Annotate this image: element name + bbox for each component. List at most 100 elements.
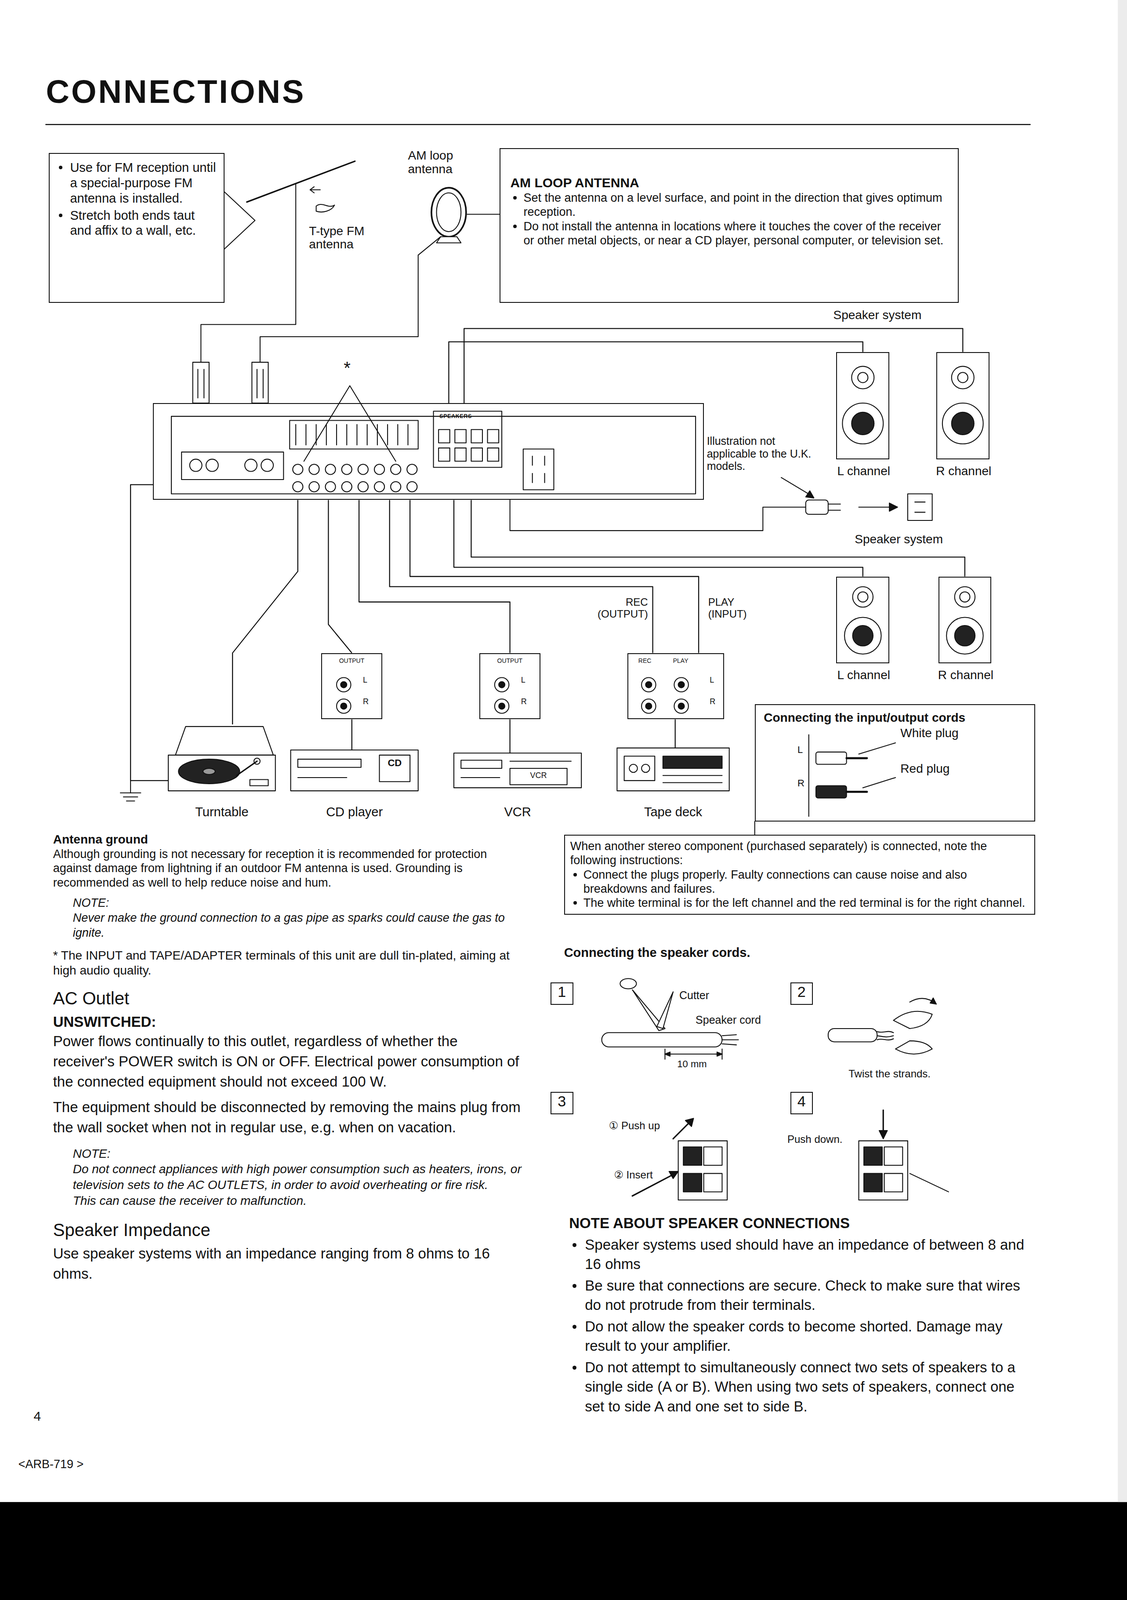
fm-antenna — [310, 186, 321, 193]
body-text: Do not attempt to simultaneously connect… — [584, 1357, 1030, 1417]
step-drawing — [678, 1140, 728, 1200]
step-drawing — [876, 1031, 894, 1040]
receiver-detail — [358, 463, 369, 475]
step-drawing — [721, 1043, 736, 1045]
speaker: L channel — [836, 576, 890, 664]
channel-label: L channel — [828, 666, 900, 683]
turntable-drawing — [250, 779, 269, 786]
page-title: CONNECTIONS — [45, 75, 306, 109]
receiver-detail — [407, 424, 409, 445]
body-text: Use speaker systems with an impedance ra… — [53, 1242, 523, 1284]
turntable: Turntable — [168, 724, 276, 791]
receiver-detail — [206, 459, 219, 472]
bullet-dot — [573, 872, 577, 877]
panel-mark: VCR — [510, 770, 568, 781]
receiver-detail — [471, 447, 483, 461]
note-text: This can cause the receiver to malfuncti… — [72, 1192, 523, 1209]
step-digit: 2 — [791, 982, 812, 1001]
tape-deck-drawing — [616, 747, 729, 791]
power-plug — [510, 477, 933, 531]
part-label: T-type FM antenna — [308, 224, 379, 252]
receiver-detail — [406, 481, 417, 492]
speaker-drivers — [842, 366, 983, 654]
panel-jack — [494, 698, 509, 714]
bullet-item: The white terminal is for the left chann… — [570, 895, 1030, 910]
turntable-drawing — [236, 760, 258, 776]
step-drawing — [703, 1173, 723, 1192]
scan-edge — [1117, 0, 1127, 1502]
part-label: Speaker system — [854, 531, 943, 547]
power-plug — [889, 502, 898, 511]
bracket-line — [754, 821, 756, 835]
tape-deck-drawing — [663, 755, 723, 769]
panel-jack — [645, 702, 652, 709]
note-heading: NOTE: — [72, 895, 523, 911]
receiver-detail — [544, 456, 546, 466]
antenna-plug — [192, 362, 210, 403]
receiver-detail — [295, 424, 297, 445]
step-number: 2 — [790, 982, 813, 1005]
tape-deck-drawing — [641, 764, 650, 773]
note-text: Use for FM reception until a special-pur… — [69, 159, 218, 206]
text-column: Antenna groundAlthough grounding is not … — [53, 831, 523, 1284]
panel-jack — [494, 677, 509, 692]
jack-label: REC — [638, 656, 652, 665]
panel-jack — [678, 681, 685, 688]
step-drawing — [721, 1034, 736, 1036]
receiver-detail — [171, 385, 696, 494]
panel-jack — [340, 702, 347, 709]
signal-cable — [509, 719, 511, 754]
rca-plug — [808, 734, 896, 816]
rca-plug — [846, 790, 867, 793]
receiver-detail — [532, 473, 533, 483]
receiver-detail — [532, 456, 533, 466]
antenna-plug — [251, 362, 269, 403]
channel-label: L channel — [828, 463, 900, 479]
signal-cable — [674, 719, 676, 748]
receiver-detail — [366, 424, 368, 445]
section-heading: AC Outlet — [53, 986, 523, 1009]
receiver-detail — [346, 424, 348, 445]
body-text: Speaker systems used should have an impe… — [584, 1234, 1030, 1274]
panel-jack — [336, 677, 351, 692]
body-text: Although grounding is not necessary for … — [53, 846, 523, 890]
jack-label: R — [709, 696, 716, 707]
receiver-detail — [244, 459, 258, 472]
bullet-dot — [513, 224, 517, 229]
ground-symbol — [120, 792, 141, 794]
receiver-detail — [544, 473, 546, 483]
part-label: Red plug — [900, 760, 950, 776]
footnote-mark: * — [343, 358, 351, 377]
part-label: AM loop antenna — [408, 148, 472, 177]
rca-plug — [815, 751, 847, 765]
note-text: Stretch both ends taut and affix to a wa… — [69, 207, 218, 239]
signal-cable — [328, 499, 352, 653]
power-plug — [828, 509, 841, 511]
speaker-drivers — [851, 366, 874, 389]
cd-player: CDCD player — [290, 749, 419, 791]
vcr-drawing — [453, 752, 582, 788]
turntable-drawing — [168, 726, 276, 791]
receiver-detail — [376, 424, 378, 445]
cd-player-drawing — [297, 758, 362, 768]
step-drawing — [601, 1032, 723, 1047]
note-text: The white terminal is for the left chann… — [583, 895, 1030, 910]
receiver-detail — [438, 429, 450, 443]
tape-deck: Tape deck — [616, 747, 729, 790]
step-drawing — [930, 997, 937, 1004]
step-drawing — [863, 1173, 883, 1192]
ground-symbol — [123, 796, 138, 798]
step-drawing — [828, 1028, 877, 1042]
am-loop-antenna — [436, 192, 462, 232]
jack-label: OUTPUT — [328, 656, 376, 665]
receiver-detail — [260, 459, 274, 472]
receiver-detail — [336, 424, 338, 445]
receiver-detail — [292, 463, 303, 475]
black-band — [0, 1501, 1127, 1600]
bullet-item: Speaker systems used should have an impe… — [568, 1234, 1030, 1274]
receiver-detail — [341, 481, 352, 492]
receiver-detail — [487, 447, 500, 461]
jack-panel: RECPLAYLR — [627, 652, 725, 720]
jack-label: R — [521, 696, 527, 707]
cd-player-drawing — [290, 749, 419, 791]
